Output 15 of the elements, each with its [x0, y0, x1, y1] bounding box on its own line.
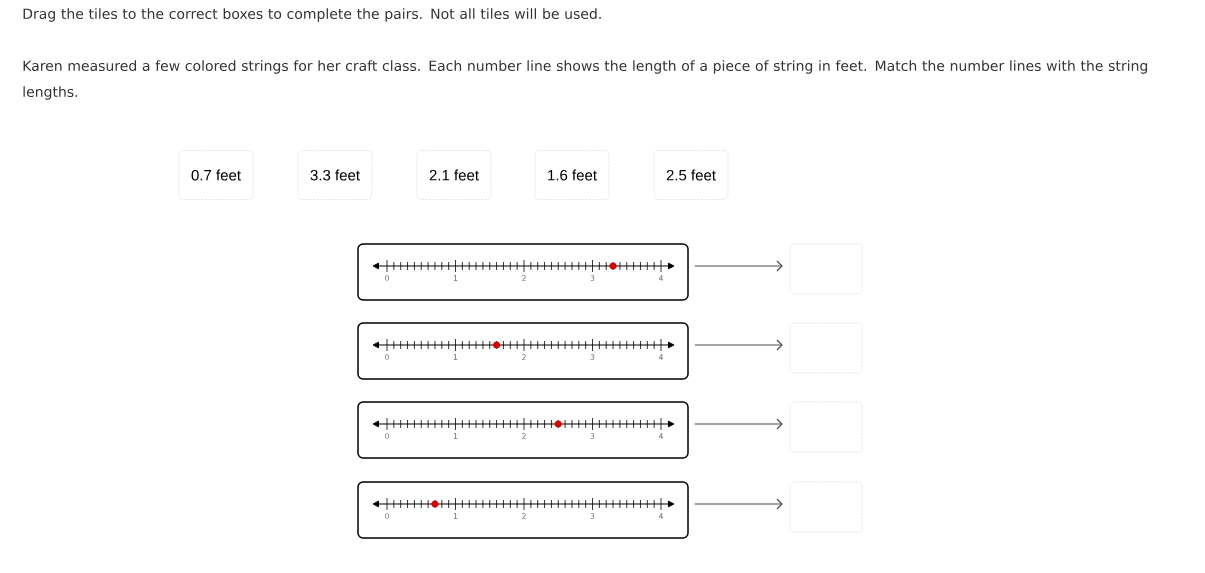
arrow — [694, 339, 783, 351]
number-line-card — [357, 243, 689, 301]
instruction-text: Karen measured a few colored strings for her craft class. Each number line shows the length of a piece of string in feet. Match the number lines with the string lengths. — [23, 60, 1148, 100]
answer-tile: 2.5 feet — [653, 150, 729, 200]
number-line-card — [357, 401, 689, 459]
arrow — [694, 418, 783, 430]
answer-tile: 0.7 feet — [178, 150, 254, 200]
arrow — [694, 498, 783, 510]
answer-tile: 3.3 feet — [297, 150, 373, 200]
answer-tile: 2.1 feet — [416, 150, 492, 200]
number-line-card — [357, 481, 689, 539]
answer-tile: 1.6 feet — [534, 150, 610, 200]
number-line-card — [357, 322, 689, 380]
arrow — [694, 260, 783, 272]
instruction-text: Drag the tiles to the correct boxes to complete the pairs. Not all tiles will be used. — [23, 8, 601, 22]
